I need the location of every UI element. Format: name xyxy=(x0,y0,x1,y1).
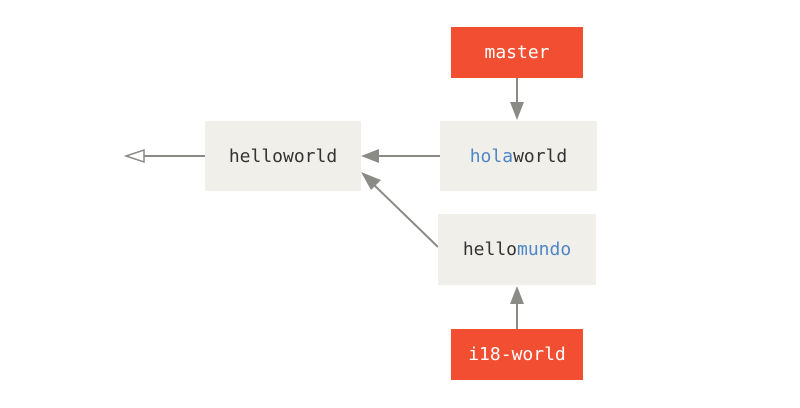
commit-word-changed: mundo xyxy=(517,239,572,260)
arrowhead-icon xyxy=(361,149,379,163)
commit-hello-world: hello world xyxy=(205,121,361,191)
commit-hello-mundo: hello mundo xyxy=(438,214,596,285)
commit-word: world xyxy=(283,145,338,167)
branch-ref-i18-world: i18-world xyxy=(451,329,583,380)
hollow-arrowhead-icon xyxy=(123,148,145,164)
commit-word: hello xyxy=(228,145,283,167)
branch-ref-label: i18-world xyxy=(468,344,566,365)
commit-word: world xyxy=(513,145,568,167)
arrowhead-icon xyxy=(361,172,381,190)
commit-word-changed: hola xyxy=(469,145,514,167)
commit-hola-world: hola world xyxy=(440,121,597,191)
arrow-mundo-to-base xyxy=(371,182,439,248)
branch-ref-master: master xyxy=(451,27,583,78)
arrowhead-icon xyxy=(510,102,524,120)
commit-word: hello xyxy=(462,239,517,260)
arrowhead-icon xyxy=(510,286,524,304)
branch-ref-label: master xyxy=(484,42,550,63)
